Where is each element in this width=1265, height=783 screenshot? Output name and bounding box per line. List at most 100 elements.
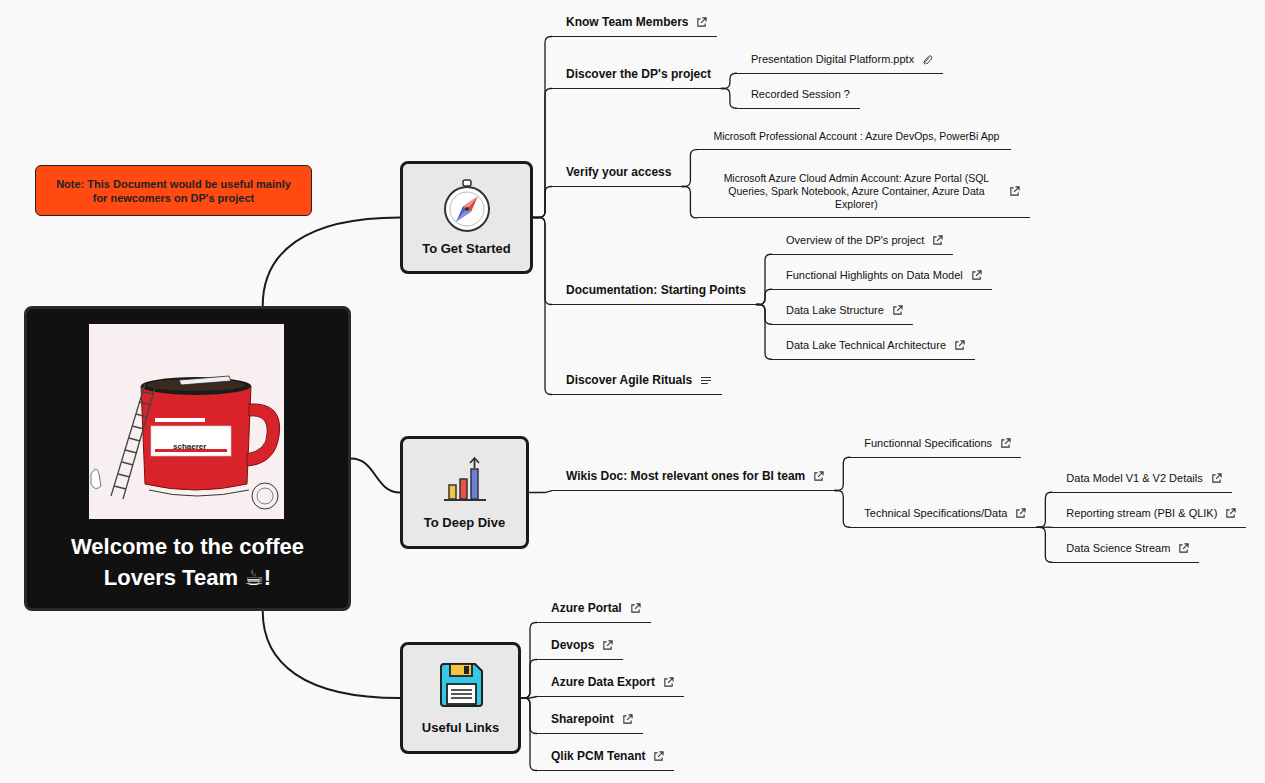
floppy-disk-icon bbox=[437, 661, 485, 709]
central-topic: Welcome to the coffee Lovers Team ☕! scha… bbox=[24, 306, 351, 611]
topic-item: Data Model V1 & V2 Details bbox=[1052, 469, 1231, 493]
notes-icon bbox=[700, 376, 712, 386]
node-text: Functional Highlights on Data Model bbox=[786, 269, 963, 283]
external-link-icon bbox=[602, 640, 613, 651]
node-text: To Deep Dive bbox=[424, 515, 505, 530]
branch-connector bbox=[756, 305, 772, 360]
node-text: Overview of the DP's project bbox=[786, 234, 924, 248]
topic-item: Know Team Members bbox=[552, 12, 717, 37]
topic-item: Microsoft Azure Cloud Admin Account: Azu… bbox=[697, 169, 1030, 218]
topic-item: Discover Agile Rituals bbox=[552, 370, 722, 395]
branch-connector bbox=[351, 459, 400, 493]
topic-item: Documentation: Starting Points bbox=[552, 280, 756, 305]
node-text: Useful Links bbox=[422, 720, 499, 735]
topic-item: Functional Highlights on Data Model bbox=[772, 266, 992, 290]
external-link-icon bbox=[1009, 186, 1020, 197]
external-link-icon bbox=[954, 340, 965, 351]
external-link-icon bbox=[892, 305, 903, 316]
external-link-icon bbox=[1000, 438, 1011, 449]
branch-connector bbox=[721, 73, 737, 88]
node-text: Presentation Digital Platform.pptx bbox=[751, 53, 914, 67]
topic-item: Overview of the DP's project bbox=[772, 231, 953, 255]
topic-item: Data Science Stream bbox=[1052, 539, 1199, 563]
external-link-icon bbox=[971, 270, 982, 281]
branch-connector bbox=[756, 289, 772, 304]
mug-brand-label: schaerer bbox=[173, 442, 206, 451]
branch-connector bbox=[521, 698, 537, 734]
topic-item: Data Lake Technical Architecture bbox=[772, 336, 975, 360]
topic-item: Data Lake Structure bbox=[772, 301, 913, 325]
topic-item: Reporting stream (PBI & QLIK) bbox=[1052, 504, 1246, 528]
node-text: Note: This Document would be useful main… bbox=[48, 177, 299, 205]
external-link-icon bbox=[696, 17, 707, 28]
branch-connector bbox=[521, 698, 537, 771]
branch-connector bbox=[521, 623, 537, 699]
node-text: Devops bbox=[551, 638, 594, 653]
topic-item: Azure Data Export bbox=[537, 672, 684, 697]
node-text: Know Team Members bbox=[566, 15, 688, 30]
branch-connector bbox=[756, 254, 772, 304]
branch-connector bbox=[533, 218, 552, 305]
node-text: Welcome to the coffee Lovers Team ☕! bbox=[41, 531, 334, 593]
external-link-icon bbox=[813, 471, 824, 482]
node-text: Functionnal Specifications bbox=[864, 437, 992, 451]
external-link-icon bbox=[1178, 543, 1189, 554]
node-text: Data Lake Technical Architecture bbox=[786, 339, 946, 353]
topic-item: Functionnal Specifications bbox=[850, 434, 1021, 458]
external-link-icon bbox=[622, 714, 633, 725]
external-link-icon bbox=[1225, 508, 1236, 519]
topic-item: Azure Portal bbox=[537, 598, 651, 623]
branch-connector bbox=[533, 37, 552, 218]
external-link-icon bbox=[932, 235, 943, 246]
node-text: Wikis Doc: Most relevant ones for BI tea… bbox=[566, 469, 805, 484]
node-text: Qlik PCM Tenant bbox=[551, 749, 645, 764]
branch-connector bbox=[834, 457, 850, 490]
topic-item: Sharepoint bbox=[537, 709, 643, 734]
topic-item: Qlik PCM Tenant bbox=[537, 746, 674, 771]
topic-item: Verify your access bbox=[552, 162, 681, 187]
main-branch-box: To Get Started bbox=[400, 161, 533, 274]
branch-connector bbox=[533, 89, 552, 218]
node-text: Discover the DP's project bbox=[566, 67, 711, 82]
node-text: Recorded Session ? bbox=[751, 88, 850, 102]
node-text: Discover Agile Rituals bbox=[566, 373, 692, 388]
external-link-icon bbox=[630, 603, 641, 614]
note-callout: Note: This Document would be useful main… bbox=[35, 165, 312, 216]
topic-item: Presentation Digital Platform.pptx bbox=[737, 50, 943, 74]
coffee-mug-illustration bbox=[89, 324, 284, 519]
external-link-icon bbox=[653, 751, 664, 762]
topic-item: Devops bbox=[537, 635, 623, 660]
topic-item: Discover the DP's project bbox=[552, 64, 721, 89]
topic-item: Technical Specifications/Data bbox=[850, 504, 1036, 528]
bar-chart-icon bbox=[440, 455, 490, 505]
node-text: Sharepoint bbox=[551, 712, 614, 727]
node-text: Reporting stream (PBI & QLIK) bbox=[1066, 507, 1217, 521]
branch-connector bbox=[834, 491, 850, 528]
compass-icon bbox=[442, 179, 492, 233]
node-text: Data Science Stream bbox=[1066, 542, 1170, 556]
branch-connector bbox=[263, 218, 400, 307]
node-text: To Get Started bbox=[422, 241, 511, 256]
node-text: Documentation: Starting Points bbox=[566, 283, 746, 298]
branch-connector bbox=[721, 89, 737, 109]
node-text: Azure Portal bbox=[551, 601, 622, 616]
branch-connector bbox=[681, 187, 697, 218]
main-branch-box: Useful Links bbox=[400, 642, 521, 754]
node-text: Verify your access bbox=[566, 165, 671, 180]
external-link-icon bbox=[1015, 508, 1026, 519]
node-text: Technical Specifications/Data bbox=[864, 507, 1007, 521]
main-branch-box: To Deep Dive bbox=[400, 436, 529, 549]
external-link-icon bbox=[1211, 473, 1222, 484]
branch-connector bbox=[263, 611, 400, 698]
node-text: Data Lake Structure bbox=[786, 304, 884, 318]
node-text: Microsoft Azure Cloud Admin Account: Azu… bbox=[711, 172, 1001, 211]
branch-connector bbox=[533, 187, 552, 218]
node-text: Data Model V1 & V2 Details bbox=[1066, 472, 1202, 486]
node-text: Azure Data Export bbox=[551, 675, 655, 690]
branch-connector bbox=[521, 660, 537, 699]
branch-connector bbox=[533, 218, 552, 395]
branch-connector bbox=[1036, 492, 1052, 527]
branch-connector bbox=[681, 150, 697, 187]
node-text: Microsoft Professional Account : Azure D… bbox=[711, 130, 1001, 143]
external-link-icon bbox=[663, 677, 674, 688]
